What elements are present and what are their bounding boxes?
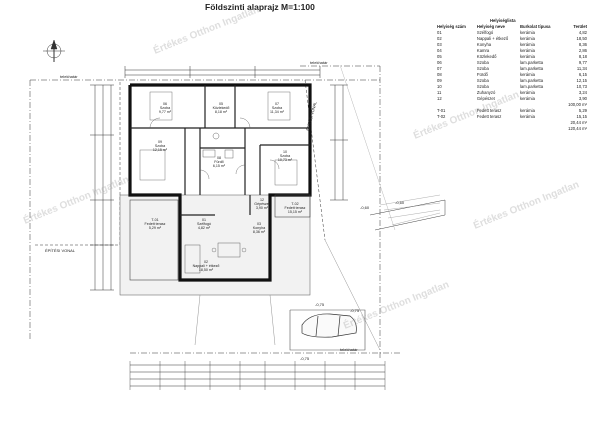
level-mark: -0,75 xyxy=(315,302,325,307)
car-icon xyxy=(301,313,357,338)
plan-title: Földszinti alaprajz M=1:100 xyxy=(205,2,315,12)
level-mark: -0,75 xyxy=(350,308,360,313)
room-schedule-table: Helyiség szám Helyiség neve Burkolat típ… xyxy=(436,24,588,132)
table-header-row: Helyiség szám Helyiség neve Burkolat típ… xyxy=(436,24,588,30)
room-list-caption: Helyiséglista xyxy=(490,18,516,23)
boundary-label: telekhatár xyxy=(310,60,328,65)
column-header: Helyiség neve xyxy=(476,24,505,29)
column-header: Terület xyxy=(573,24,587,29)
column-header: Helyiség szám xyxy=(437,24,466,29)
level-mark: -0,75 xyxy=(300,356,310,361)
terrace-total-row: 20,44 m² xyxy=(570,120,587,125)
column-header: Burkolat típusa xyxy=(520,24,551,29)
boundary-label: telekhatár xyxy=(340,347,358,352)
boundary-label: telekhatár xyxy=(60,74,78,79)
level-mark: -0,60 xyxy=(360,205,370,210)
subtotal-row: 100,00 m² xyxy=(568,102,587,107)
north-arrow-icon xyxy=(43,39,65,62)
grand-total-row: 120,44 m² xyxy=(568,126,587,131)
level-mark: -0,60 xyxy=(395,200,405,205)
building-line-label: ÉPÍTÉSI VONAL xyxy=(45,248,76,253)
